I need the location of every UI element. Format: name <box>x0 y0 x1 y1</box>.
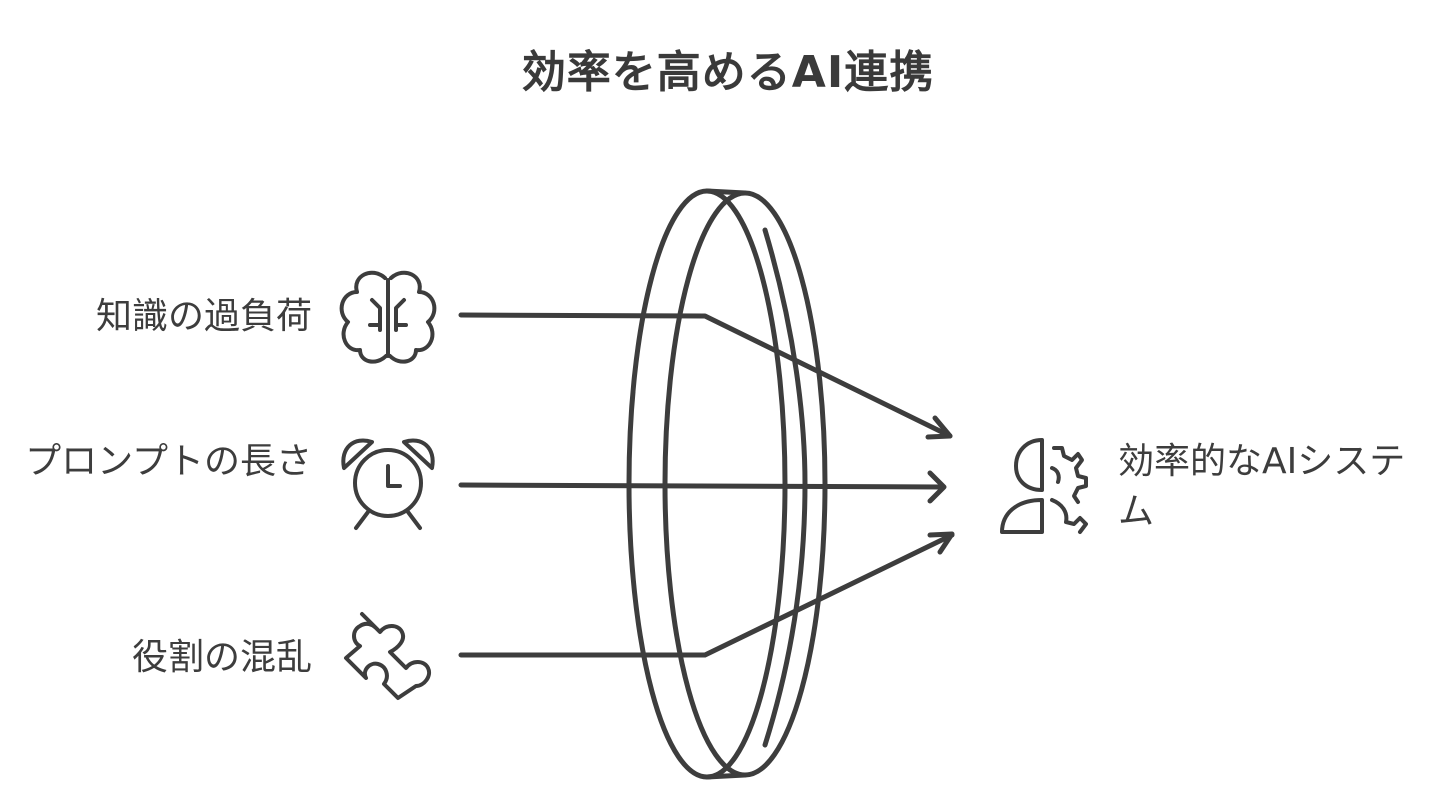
output-label-efficient-ai-system: 効率的なAIシステム <box>1118 441 1406 532</box>
arrow-prompt-length <box>458 470 947 504</box>
arrow-role-confusion <box>458 531 955 658</box>
diagram-title: 効率を高めるAI連携 <box>521 47 935 98</box>
brain-icon <box>339 270 437 364</box>
input-label-role-confusion: 役割の混乱 <box>131 637 312 678</box>
input-label-prompt-length: プロンプトの長さ <box>25 441 312 482</box>
puzzle-piece-icon <box>344 612 431 700</box>
arrow-knowledge-overload <box>458 312 953 440</box>
input-label-knowledge-overload: 知識の過負荷 <box>95 296 312 337</box>
alarm-clock-icon <box>341 438 435 530</box>
human-gear-icon <box>1000 438 1088 534</box>
